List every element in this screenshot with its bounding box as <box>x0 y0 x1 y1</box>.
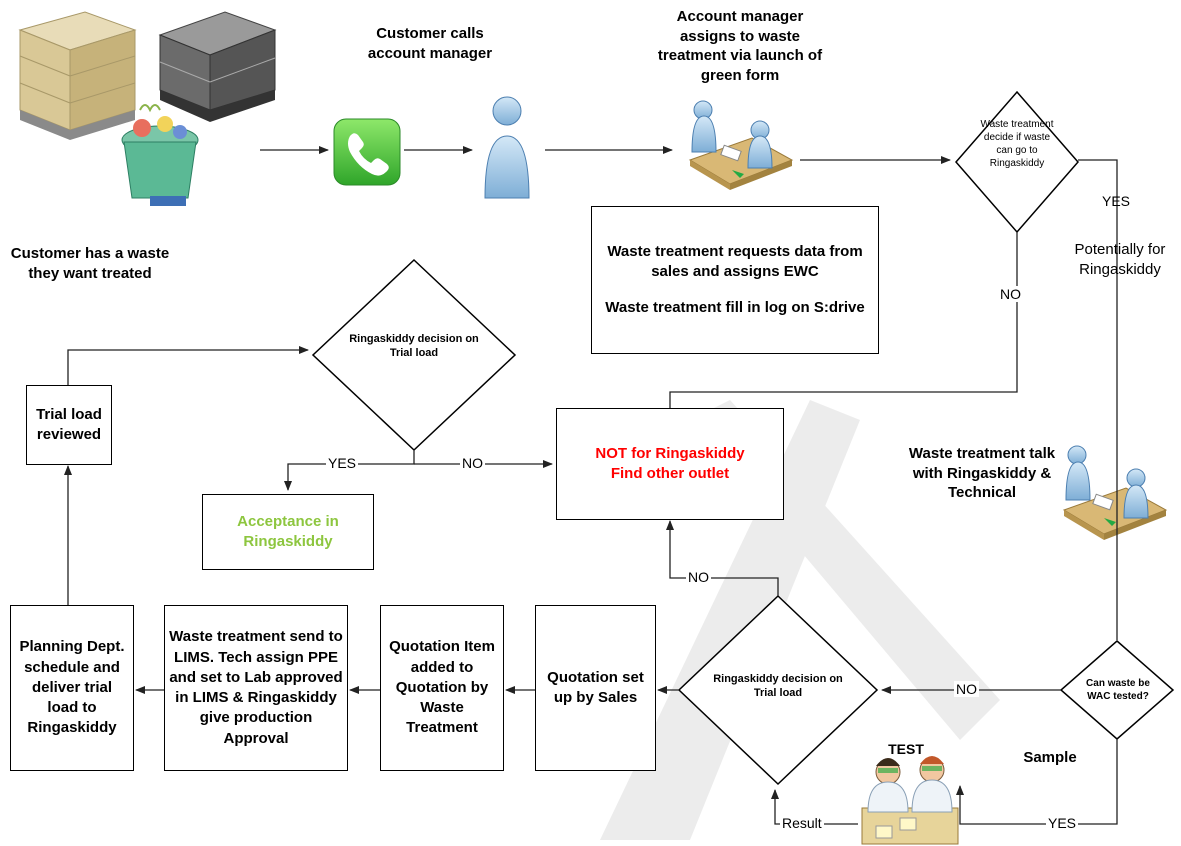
can-wac-text: Can waste be WAC tested? <box>1086 678 1150 702</box>
not-for-ringaskiddy-box: NOT for Ringaskiddy Find other outlet <box>556 408 784 520</box>
decision-diamond-trial-bottom <box>677 594 879 786</box>
pallet-sacks-icon <box>158 11 277 122</box>
planning-text: Planning Dept. schedule and deliver tria… <box>19 638 125 737</box>
decision-trial-top-text: Ringaskiddy decision on Trial load <box>349 333 479 360</box>
acceptance-box: Acceptance in Ringaskiddy <box>202 494 374 570</box>
trial-reviewed-text: Trial load reviewed <box>36 405 102 443</box>
customer-calls-label: Customer calls account manager <box>367 25 493 62</box>
quotation-setup-text: Quotation set up by Sales <box>547 668 644 706</box>
requests-data-text: Waste treatment requests data from sales… <box>607 242 863 280</box>
requests-data-box: Waste treatment requests data from sales… <box>591 206 879 354</box>
quotation-setup-box: Quotation set up by Sales <box>535 605 656 771</box>
decision-trial-bottom-text: Ringaskiddy decision on Trial load <box>713 673 843 700</box>
acceptance-text: Acceptance in Ringaskiddy <box>237 512 339 550</box>
quotation-item-box: Quotation Item added to Quotation by Was… <box>380 605 504 771</box>
trial-reviewed-box: Trial load reviewed <box>26 385 112 465</box>
yes-top-label: YES <box>1101 193 1130 209</box>
meeting-icon <box>1062 445 1168 540</box>
lims-box: Waste treatment send to LIMS. Tech assig… <box>164 605 348 771</box>
no-wac-label: NO <box>954 681 979 697</box>
lims-text: Waste treatment send to LIMS. Tech assig… <box>169 628 343 747</box>
potentially-label: Potentially for Ringaskiddy <box>1074 241 1166 278</box>
decision-top-text: Waste treatment decide if waste can go t… <box>980 119 1054 169</box>
result-label: Result <box>780 815 824 831</box>
waste-bin-icon <box>121 104 199 206</box>
find-other-outlet-text: Find other outlet <box>610 465 730 482</box>
no-trial-label: NO <box>460 455 485 471</box>
quotation-item-text: Quotation Item added to Quotation by Was… <box>389 638 495 737</box>
test-label: TEST <box>888 741 924 757</box>
no-mid-label: NO <box>686 569 711 585</box>
not-for-ringaskiddy-text: NOT for Ringaskiddy <box>595 444 745 462</box>
customer-has-waste-label: Customer has a waste they want treated <box>10 245 170 282</box>
talk-with-label: Waste treatment talk with Ringaskiddy & … <box>908 445 1056 501</box>
pallet-boxes-icon <box>18 11 137 140</box>
sample-label: Sample <box>1023 749 1077 766</box>
fill-log-text: Waste treatment fill in log on S:drive <box>605 299 865 317</box>
yes-trial-label: YES <box>326 455 359 471</box>
person-icon <box>484 96 530 199</box>
account-manager-assigns-label: Account manager assigns to waste treatme… <box>657 8 823 84</box>
meeting-icon <box>688 100 794 190</box>
yes-bottom-label: YES <box>1046 815 1079 831</box>
planning-box: Planning Dept. schedule and deliver tria… <box>10 605 134 771</box>
lab-technicians-icon <box>861 756 959 845</box>
no-top-label: NO <box>998 286 1023 302</box>
phone-icon <box>333 118 401 186</box>
